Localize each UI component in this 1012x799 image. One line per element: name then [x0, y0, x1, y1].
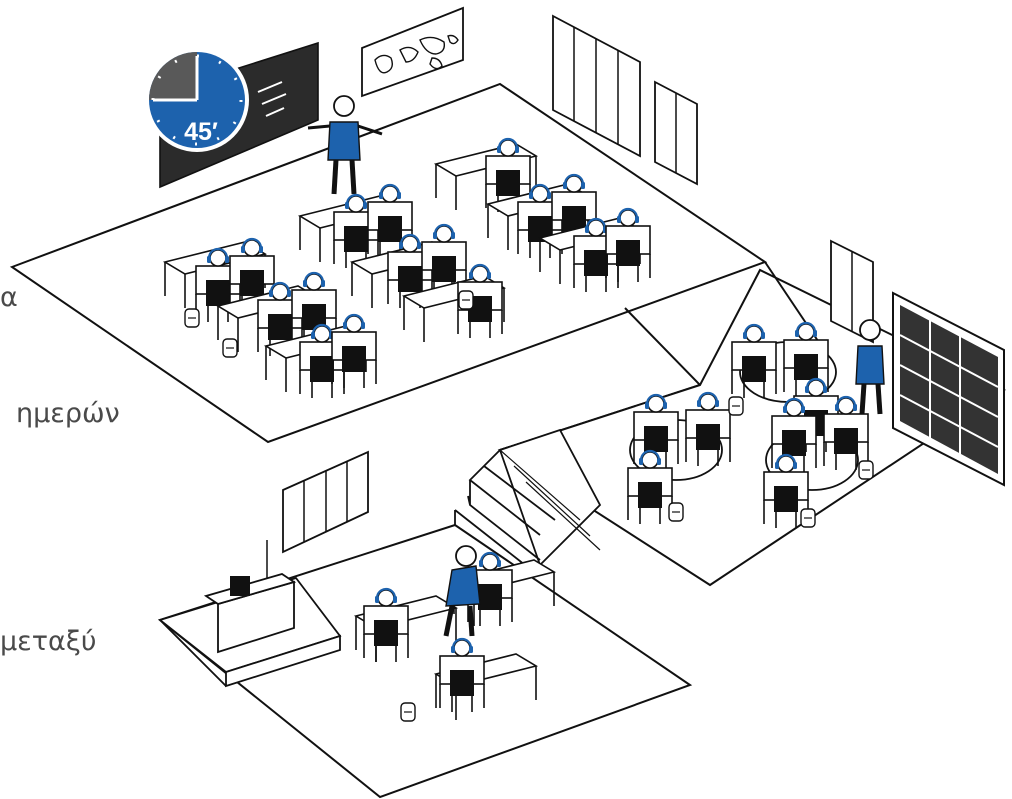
round-tables [626, 321, 874, 530]
stairs [454, 428, 602, 586]
window-lower [282, 450, 369, 554]
platform-desk [158, 573, 342, 688]
side-label-bottom: μεταξύ [0, 626, 97, 657]
upper-classroom: 45′ [9, 6, 768, 444]
window-upper-1 [552, 14, 641, 158]
side-label-middle: ημερών [16, 398, 120, 429]
teacher-standing [855, 319, 885, 415]
teacher-helping [443, 545, 481, 637]
window-upper-2 [654, 80, 698, 186]
clock-badge-icon: 45′ [145, 48, 249, 152]
window-right [830, 239, 874, 344]
bookshelf [892, 291, 1005, 487]
world-map [361, 6, 464, 98]
side-label-top: α [0, 282, 18, 313]
lower-desks [355, 545, 555, 722]
lower-floor [157, 450, 693, 799]
group-work-area [497, 239, 1007, 587]
clock-label: 45′ [184, 118, 218, 146]
teacher-at-board [307, 95, 383, 195]
